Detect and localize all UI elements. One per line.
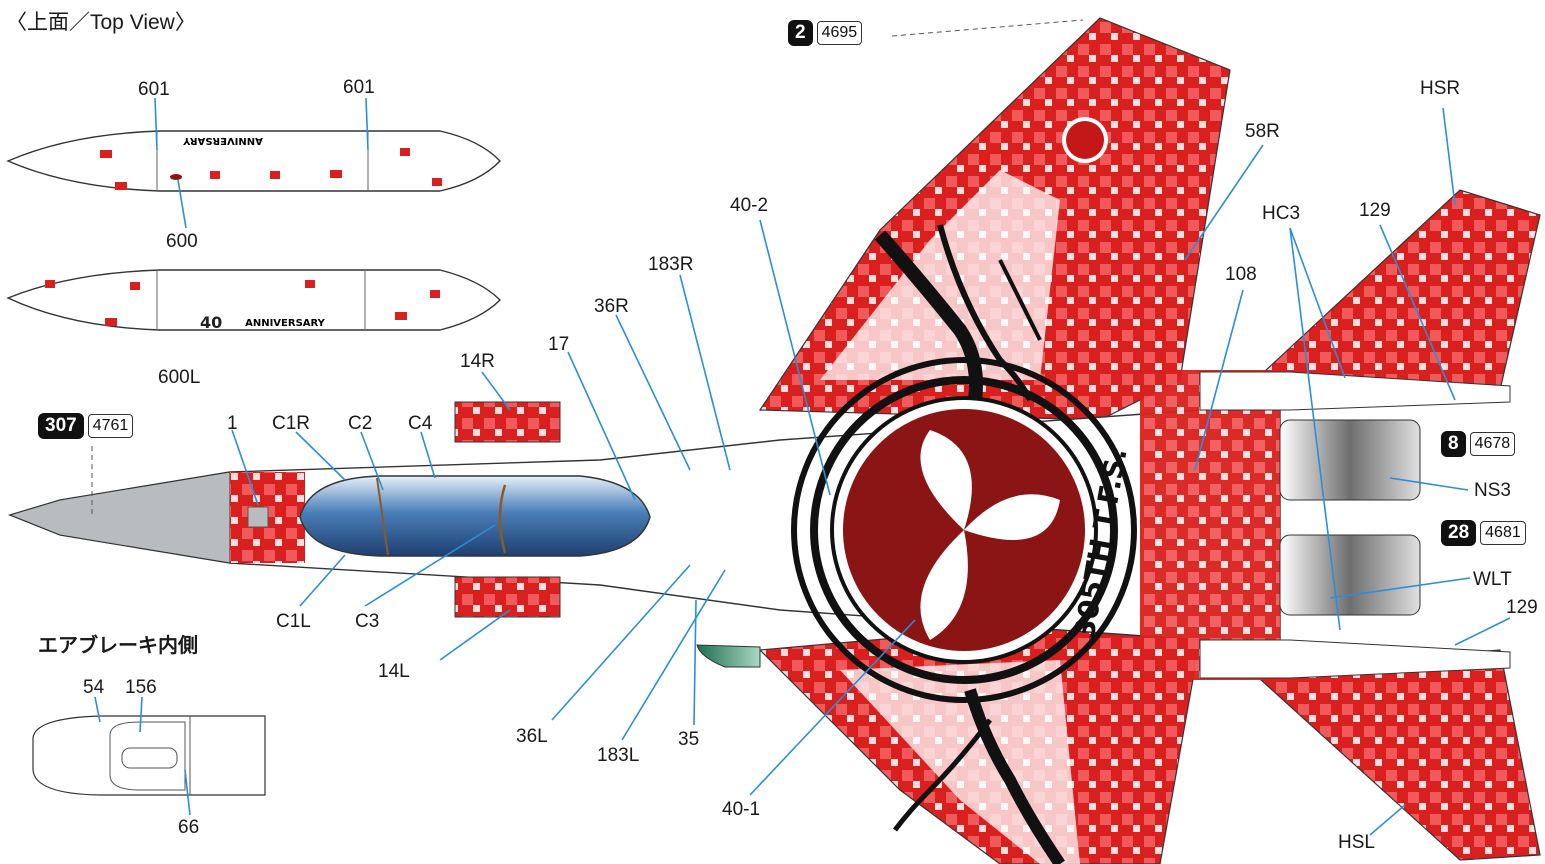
tank-forty: 40	[200, 313, 222, 332]
tank-anniversary-mirrored: ANNIVERSARY	[182, 135, 263, 146]
callout-14r: 14R	[460, 351, 495, 372]
callout-40-2: 40-2	[730, 195, 769, 216]
callout-hsl: HSL	[1338, 832, 1375, 853]
callout-600l: 600L	[158, 367, 201, 388]
callout-54: 54	[83, 677, 105, 698]
callout-600: 600	[166, 231, 198, 252]
paint-badge: 28 4681	[1441, 520, 1526, 546]
aircraft-top-view: 305TH T.F.S.	[7, 17, 1541, 864]
callout-36l: 36L	[516, 726, 548, 747]
paint-badge-code: 2	[788, 20, 813, 46]
leader-lines	[94, 97, 1511, 836]
callout-hsr: HSR	[1420, 78, 1461, 99]
callout-c1r: C1R	[272, 413, 311, 434]
callout-ns3: NS3	[1474, 480, 1511, 501]
paint-badge-code: 28	[1441, 520, 1477, 546]
paint-badge: 307 4761	[38, 413, 134, 439]
callout-66: 66	[178, 817, 200, 838]
air-brake-inner-view	[32, 715, 266, 796]
callout-c4: C4	[408, 413, 433, 434]
paint-badge-number: 4695	[816, 20, 863, 46]
callout-17: 17	[548, 334, 570, 355]
callout-108: 108	[1225, 264, 1257, 285]
callout-1: 1	[227, 413, 238, 434]
page-title: 〈上面／Top View〉	[6, 11, 196, 34]
paint-badge-number: 4678	[1469, 431, 1516, 457]
drop-tank-lower: 40 ANNIVERSARY	[6, 269, 501, 332]
callout-58r: 58R	[1245, 121, 1280, 142]
paint-badge-code: 307	[38, 413, 84, 439]
callout-hc3: HC3	[1262, 203, 1301, 224]
paint-badge-code: 8	[1441, 431, 1466, 457]
paint-badge-number: 4761	[87, 413, 134, 439]
paint-badge-number: 4681	[1480, 520, 1526, 546]
callout-c1l: C1L	[276, 611, 311, 632]
callout-wlt: WLT	[1473, 569, 1512, 590]
callout-36r: 36R	[594, 296, 629, 317]
callout-35: 35	[678, 729, 700, 750]
callout-14l: 14L	[378, 661, 410, 682]
tank-anniversary: ANNIVERSARY	[245, 318, 326, 329]
paint-badge: 2 4695	[788, 20, 863, 46]
badge-leaders	[91, 19, 1084, 515]
callout-601b: 601	[343, 77, 375, 98]
callout-40-1: 40-1	[722, 799, 761, 820]
paint-badge: 8 4678	[1441, 431, 1516, 457]
air-brake-heading: エアブレーキ内側	[38, 635, 198, 657]
callout-183r: 183R	[648, 254, 694, 275]
callout-129b: 129	[1506, 597, 1538, 618]
callout-129a: 129	[1359, 200, 1391, 221]
drop-tank-upper: ANNIVERSARY	[6, 130, 501, 192]
callout-c2: C2	[348, 413, 373, 434]
callout-183l: 183L	[597, 745, 640, 766]
callout-156: 156	[125, 677, 157, 698]
callout-601a: 601	[138, 79, 170, 100]
callout-c3: C3	[355, 611, 380, 632]
